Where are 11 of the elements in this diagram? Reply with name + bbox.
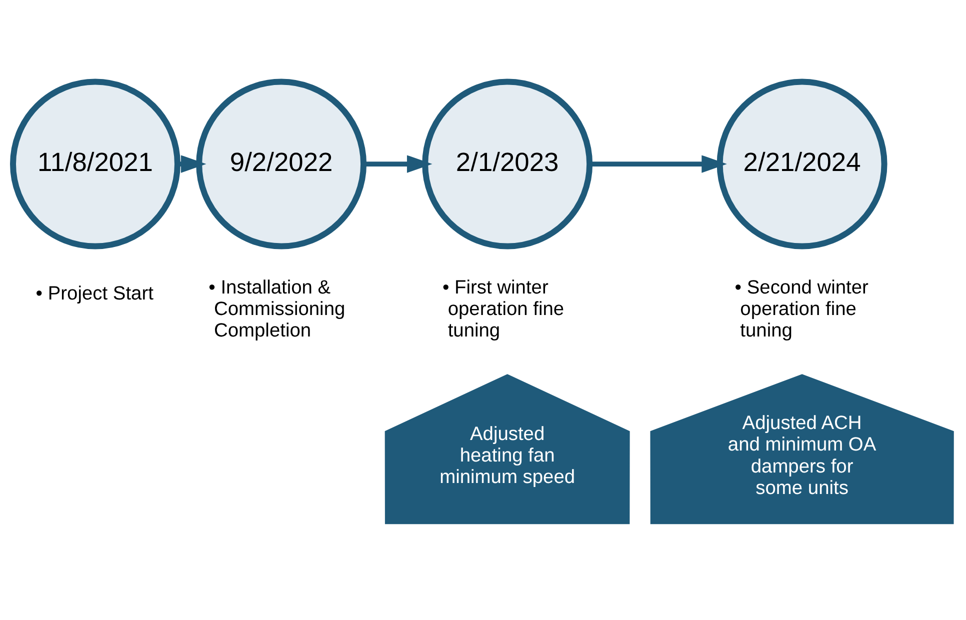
- node-circle: 9/2/2022: [196, 78, 367, 249]
- node-label: • Project Start: [36, 282, 154, 304]
- arrow: [180, 154, 206, 172]
- arrow: [364, 154, 432, 172]
- node-circle: 11/8/2021: [10, 78, 180, 249]
- node-label: • Second winter operation fine tuning: [734, 276, 868, 342]
- node-label: • Installation & Commissioning Completion: [208, 276, 346, 342]
- node-circle: 2/1/2023: [422, 78, 593, 249]
- node-label: • First winter operation fine tuning: [442, 276, 564, 342]
- node-circle: 2/21/2024: [716, 78, 888, 249]
- arrow: [590, 154, 727, 172]
